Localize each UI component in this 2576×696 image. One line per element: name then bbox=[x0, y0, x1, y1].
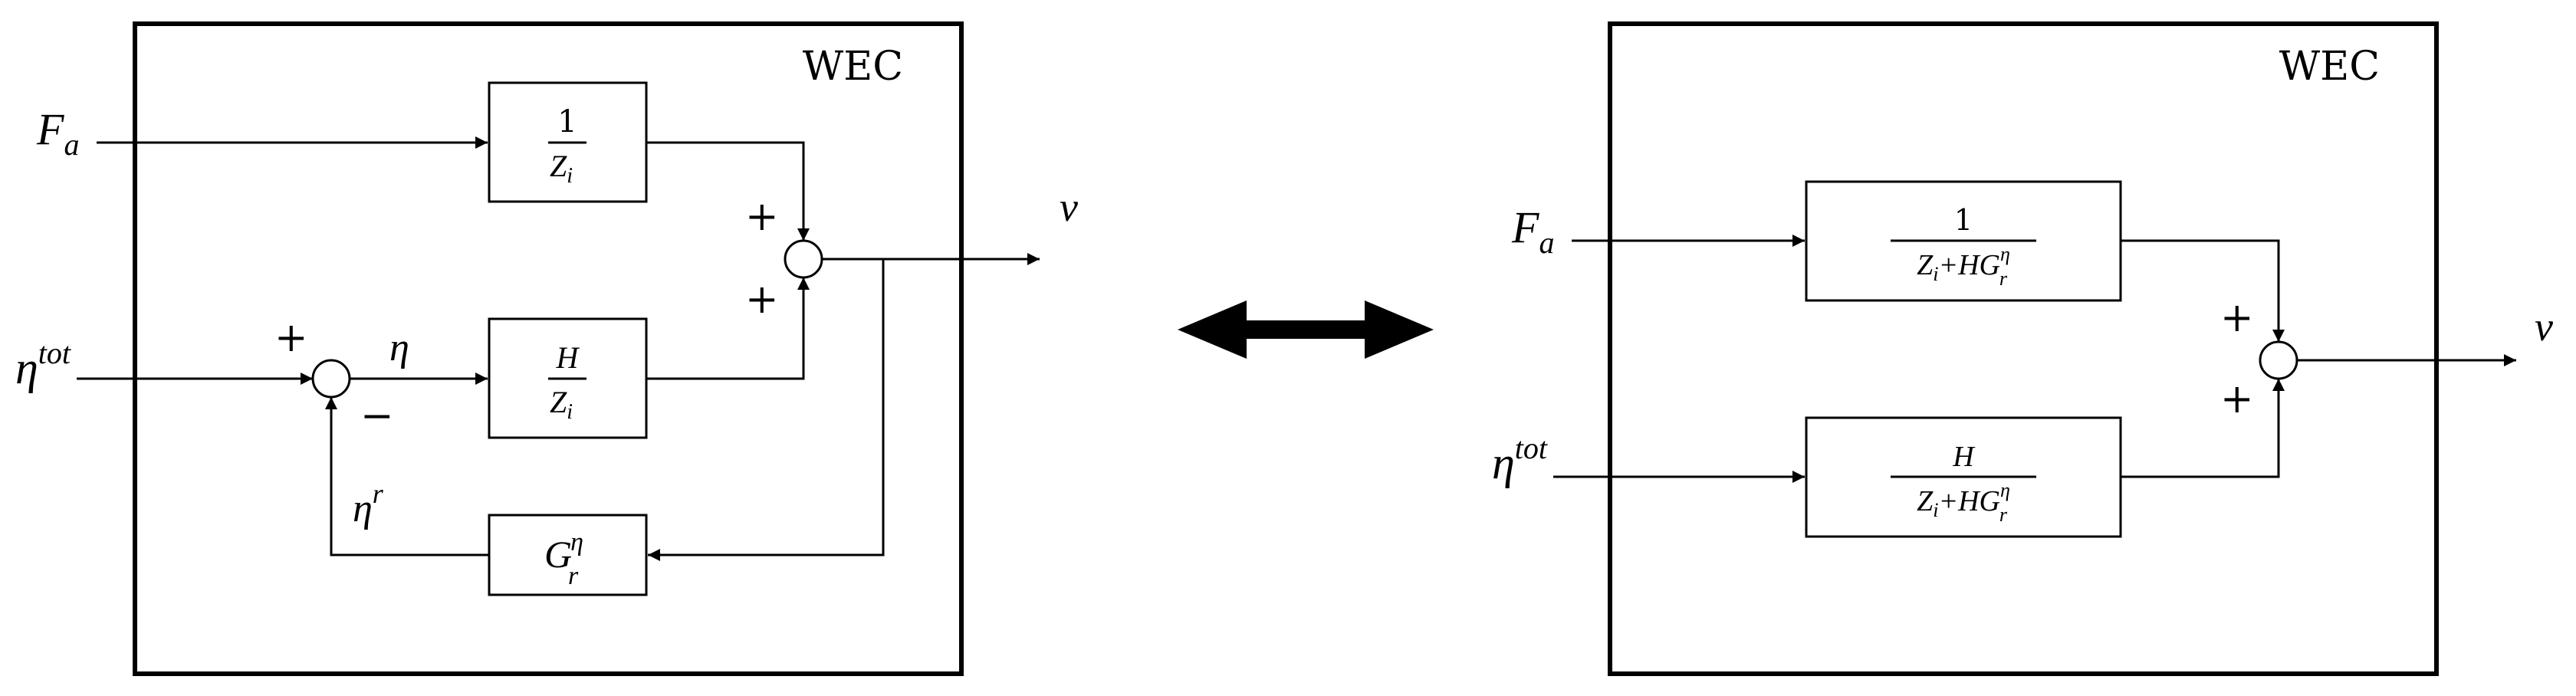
left-sum1-minus: − bbox=[360, 393, 394, 439]
left-block-h-zi-den: Zi bbox=[550, 385, 573, 424]
left-block-inv-zi-num: 1 bbox=[557, 104, 577, 140]
left-wec-frame bbox=[133, 21, 964, 676]
left-eta-r-label: ηr bbox=[353, 478, 384, 530]
right-top-to-sum-line bbox=[2121, 239, 2285, 342]
left-sum2-plus-bottom: + bbox=[745, 277, 779, 323]
left-block-h-zi bbox=[488, 317, 648, 439]
left-mid-to-sum-line bbox=[646, 277, 810, 380]
left-block-inv-zi-den: Zi bbox=[550, 149, 573, 188]
left-wec-title: WEC bbox=[803, 44, 903, 90]
right-wec-frame bbox=[1608, 21, 2439, 676]
left-feedback-line bbox=[648, 259, 885, 561]
right-bottom-to-sum-line bbox=[2121, 379, 2285, 478]
right-output-v: v bbox=[2535, 304, 2553, 350]
left-eta-label: η bbox=[389, 326, 409, 369]
left-eta-tot-label: ηtot bbox=[15, 336, 71, 393]
right-fa-label: Fa bbox=[1511, 202, 1554, 260]
left-sum-junction-feedback bbox=[311, 359, 351, 399]
left-sum-junction-output bbox=[784, 239, 823, 279]
right-sum-junction bbox=[2259, 340, 2298, 380]
right-sum-plus-bottom: + bbox=[2220, 376, 2254, 422]
left-diagram: WEC Fa 1 Zi + + v ηtot + − η H Zi bbox=[15, 21, 1078, 676]
left-output-v: v bbox=[1060, 184, 1078, 230]
left-top-to-sum-line bbox=[646, 141, 810, 241]
right-wec-title: WEC bbox=[2279, 44, 2380, 90]
left-block-gr-eta bbox=[488, 514, 648, 596]
left-sum2-plus-top: + bbox=[745, 194, 779, 240]
right-block-bottom-num: H bbox=[1952, 441, 1976, 473]
left-block-h-zi-num: H bbox=[556, 340, 580, 375]
right-eta-tot-label: ηtot bbox=[1492, 431, 1548, 488]
left-sum1-plus: + bbox=[274, 315, 308, 361]
left-gr-to-sum-line bbox=[325, 397, 489, 556]
right-sum-plus-top: + bbox=[2220, 295, 2254, 341]
left-fa-label: Fa bbox=[36, 104, 79, 162]
right-block-top-num: 1 bbox=[1954, 203, 1973, 237]
equivalence-double-arrow bbox=[1178, 300, 1434, 359]
right-block-top bbox=[1805, 180, 2122, 302]
